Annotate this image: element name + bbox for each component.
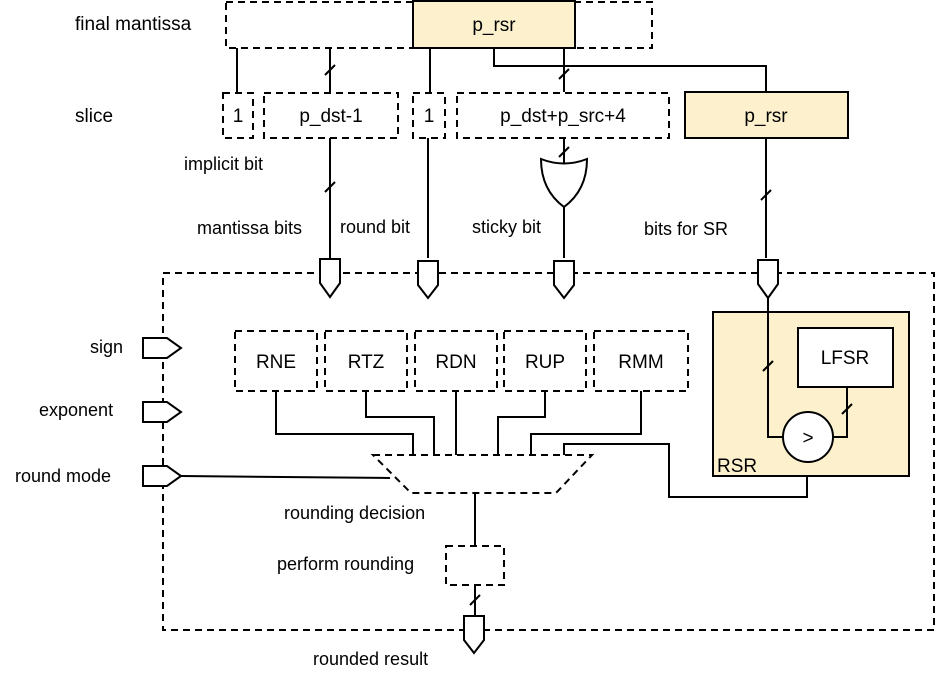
- bus-slash: [760, 189, 772, 201]
- mode-rtz: [324, 330, 408, 392]
- lfsr-box: [797, 327, 894, 388]
- wire-sr-bits-comparator: [767, 298, 783, 438]
- wire-round-mode: [180, 475, 391, 479]
- comparator-symbol: >: [802, 428, 813, 449]
- wire-rsr-top: [493, 48, 767, 92]
- or-gate: [539, 157, 589, 209]
- mode-rup-label: RUP: [525, 352, 565, 373]
- mode-rtz-label: RTZ: [348, 352, 385, 373]
- exponent-label: exponent: [39, 400, 113, 420]
- sticky-bit-label: sticky bit: [472, 217, 541, 237]
- wire-rup-mux: [497, 391, 546, 455]
- bus-slash: [324, 64, 336, 76]
- port-sign: [142, 337, 183, 359]
- wire-rmm-mux: [530, 391, 642, 455]
- final-mantissa-label: final mantissa: [75, 14, 192, 35]
- slice-one-b-label: 1: [424, 106, 435, 127]
- round-mode-label: round mode: [15, 466, 111, 486]
- p-rsr-top-box: [412, 0, 576, 49]
- mode-rmm-label: RMM: [618, 352, 663, 373]
- implicit-bit-label: implicit bit: [184, 154, 263, 174]
- rounding-module-boundary: [162, 272, 935, 631]
- bus-slash: [558, 68, 570, 80]
- wire-rne-mux: [275, 391, 414, 455]
- mode-rmm: [593, 330, 689, 392]
- rounding-decision-label: rounding decision: [284, 503, 425, 523]
- port-sticky-bit: [553, 260, 575, 300]
- mode-rne: [234, 330, 318, 392]
- bus-slash: [558, 146, 570, 158]
- bits-for-sr-label: bits for SR: [644, 219, 728, 239]
- slice-p-rsr-label: p_rsr: [744, 106, 788, 127]
- slice-p-dst-src-4: [456, 92, 670, 139]
- perform-rounding-label: perform rounding: [277, 554, 414, 574]
- port-round-mode: [142, 465, 183, 487]
- port-mantissa-bits: [319, 258, 341, 299]
- slice-p-dst-minus-1-label: p_dst-1: [299, 106, 362, 127]
- port-bits-for-sr: [757, 259, 779, 300]
- slice-p-dst-src-4-label: p_dst+p_src+4: [500, 106, 626, 127]
- slice-label: slice: [75, 106, 113, 127]
- round-bit-label: round bit: [340, 217, 410, 237]
- rounding-decision-mux: [370, 454, 595, 494]
- slice-one-b: [412, 92, 446, 139]
- port-rounded-result: [463, 615, 485, 655]
- mantissa-bits-label: mantissa bits: [197, 218, 302, 238]
- bus-slash: [324, 181, 336, 193]
- wire-lfsr-comparator: [832, 387, 848, 438]
- slice-one-a-label: 1: [233, 106, 244, 127]
- bus-slash: [841, 403, 853, 415]
- port-round-bit: [417, 260, 439, 300]
- sign-label: sign: [90, 337, 123, 357]
- rsr-label: RSR: [717, 456, 757, 477]
- comparator-circle: [782, 411, 834, 463]
- bus-slash: [762, 360, 774, 372]
- port-exponent: [142, 401, 183, 423]
- slice-one-a: [222, 92, 254, 139]
- lfsr-label: LFSR: [821, 348, 870, 369]
- wire-rsr-mux: [563, 443, 808, 498]
- bus-slash: [469, 594, 481, 606]
- mode-rdn: [414, 330, 498, 392]
- perform-rounding-box: [445, 545, 505, 586]
- rounded-result-label: rounded result: [313, 649, 428, 669]
- wire-rtz-mux: [365, 391, 435, 455]
- mode-rne-label: RNE: [256, 352, 296, 373]
- p-rsr-top-label: p_rsr: [472, 15, 516, 36]
- mode-rdn-label: RDN: [435, 352, 476, 373]
